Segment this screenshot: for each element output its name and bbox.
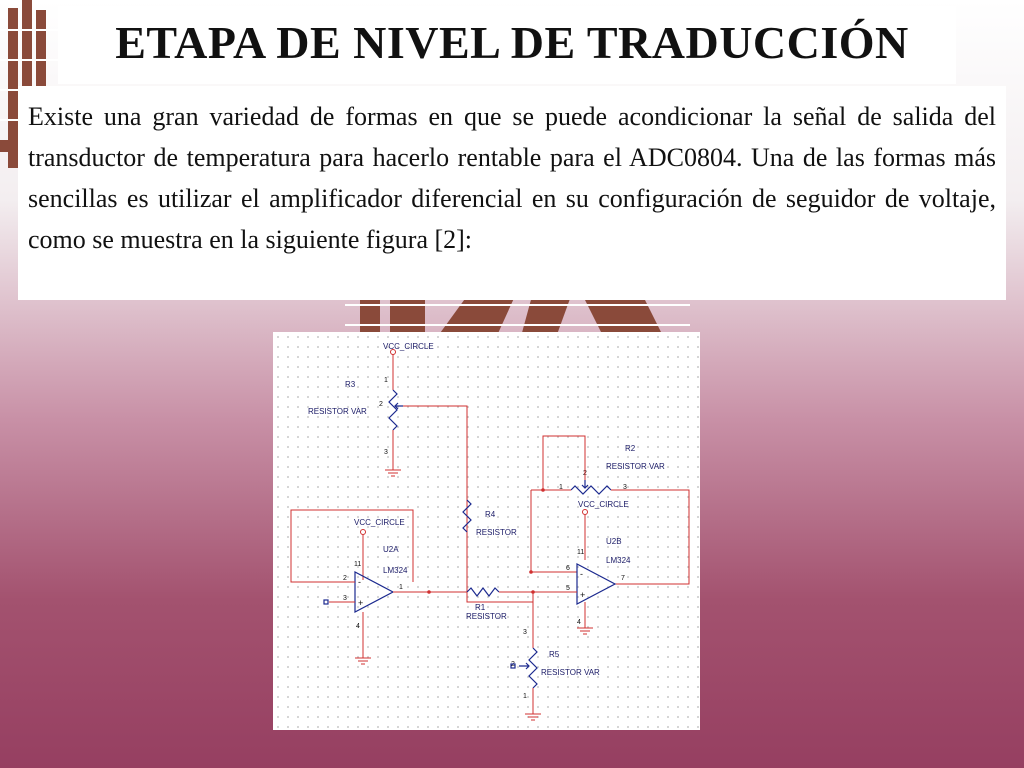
title-background [58,6,956,84]
slide-title: ETAPA DE NIVEL DE TRADUCCIÓN [115,17,909,68]
r2-junction [541,488,545,492]
vcc-u2a-label: VCC_CIRCLE [354,518,405,527]
r2-pin-1: 1 [559,484,563,491]
r5-pin-1: 1 [523,693,527,700]
u2a-pin-3: 3 [343,595,347,602]
r3-wiper-wire [403,405,533,603]
r5-wiper-terminal [510,663,516,669]
r2-type-label: RESISTOR VAR [606,462,665,471]
r2-wire-right [611,489,690,585]
r1-resistor [466,587,500,597]
r5-ground [525,713,541,721]
u2b-pin-6: 6 [566,565,570,572]
u2a-pin-2: 2 [343,575,347,582]
u2b-part-label: LM324 [606,556,631,565]
r2-wire-down [530,490,577,573]
u2a-pin-11: 11 [354,561,361,568]
u2a-pin-4: 4 [356,623,360,630]
circuit-schematic: VCC_CIRCLE R3 RESISTOR VAR 1 2 3 R4 RESI… [273,332,700,730]
u2a-ground [355,657,371,665]
u2b-plus: + [580,590,585,600]
u2b-minus: - [580,569,583,579]
u2b-opamp [576,563,617,605]
vcc-u2b-symbol [582,509,588,515]
u2a-part-label: LM324 [383,566,408,575]
r5-resistor [528,647,538,689]
u2a-opamp [354,571,395,613]
r4-type-label: RESISTOR [476,528,517,537]
vcc-u2b-label: VCC_CIRCLE [578,500,629,509]
r4-label: R4 [485,510,496,519]
r4-resistor [462,499,472,533]
r2-resistor [570,485,612,495]
body-paragraph: Existe una gran variedad de formas en qu… [28,102,996,254]
r5-pin-3: 3 [523,629,527,636]
r2-wiper-arrow [581,480,589,489]
r3-wiper-arrow [394,402,403,410]
vcc-top-label: VCC_CIRCLE [383,342,434,351]
u2b-pin-7: 7 [621,575,625,582]
u2a-minus: - [358,577,361,587]
r3-resistor [388,389,398,431]
r2-feedback-loop [542,435,586,490]
u2b-pin-5: 5 [566,585,570,592]
r3-ground [385,469,401,477]
u2a-output-junction [427,590,431,594]
r5-label: R5 [549,650,560,659]
u2a-feedback-loop [290,509,414,583]
u2a-plus: + [358,598,363,608]
u2a-pin-1: 1 [399,584,403,591]
r5-wiper-arrow [519,662,530,670]
u2b-pin-4: 4 [577,619,581,626]
u2b-pin-11: 11 [577,549,584,556]
r2-label: R2 [625,444,636,453]
r3-label: R3 [345,380,356,389]
r3-pin-1: 1 [384,377,388,384]
schematic-diagram: VCC_CIRCLE R3 RESISTOR VAR 1 2 3 R4 RESI… [290,342,690,721]
r1-label: R1 [475,603,486,612]
r3-pin-2: 2 [379,401,383,408]
u2b-ground [577,627,593,635]
u2b-minus-junction [529,570,533,574]
r3-type-label: RESISTOR VAR [308,407,367,416]
r2-pin-3: 3 [623,484,627,491]
u2a-input-terminal [323,599,329,605]
u2b-label: U2B [606,537,622,546]
r3-pin-3: 3 [384,449,388,456]
r1-type-label: RESISTOR [466,612,507,621]
body-text-box: Existe una gran variedad de formas en qu… [18,86,1006,300]
r5-type-label: RESISTOR VAR [541,668,600,677]
vcc-u2a-symbol [360,529,366,535]
u2a-label: U2A [383,545,399,554]
